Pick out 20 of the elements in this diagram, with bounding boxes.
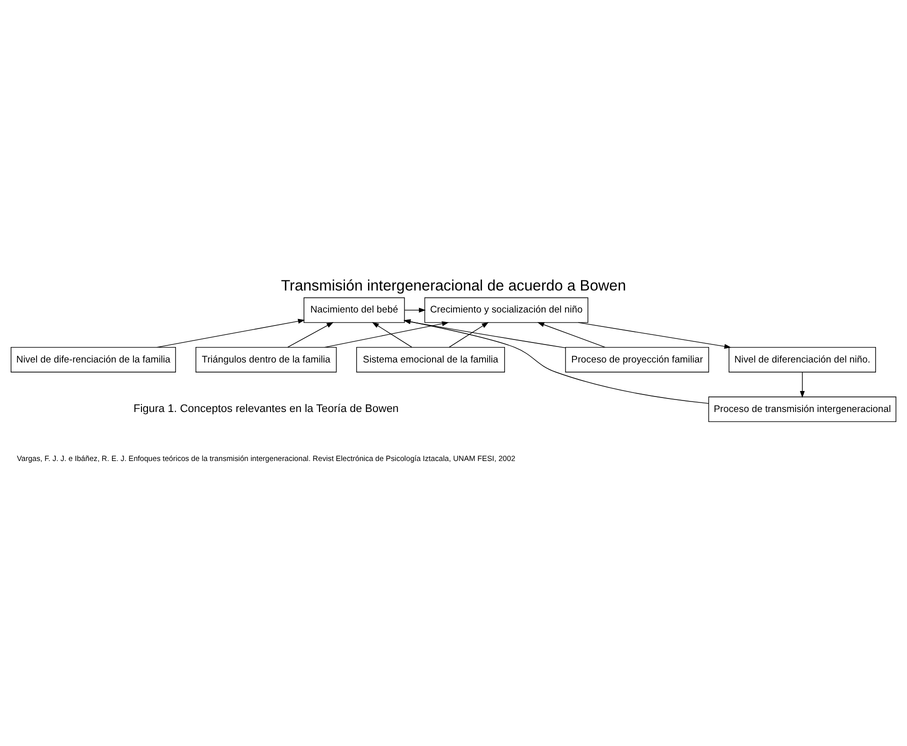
arrow [578,322,732,348]
node-box: Crecimiento y socialización del niño [424,296,588,322]
arrow [537,322,606,348]
node-box: Nivel de dife-renciación de la familia [10,346,176,372]
diagram-title: Transmisión intergeneracional de acuerdo a Bowen [281,277,626,294]
arrow [324,320,449,348]
node-box: Nivel de diferenciación del niño. [728,346,876,372]
arrow [372,322,412,348]
node-box: Triángulos dentro de la familia [196,346,337,372]
arrow [448,322,489,348]
arrow [287,322,334,348]
arrow [156,318,305,348]
arrow [800,371,805,398]
node-box: Nacimiento del bebé [304,296,405,322]
node-box: Proceso de proyección familiar [565,346,710,372]
node-box: Sistema emocional de la familia [356,346,505,372]
node-box: Proceso de transmisión intergeneracional [708,396,896,422]
label: Vargas, F. J. J. e Ibáñez, R. E. J. Enfoques teóricos de la transmisión intergeneracional. Revist Electrónica de Psicología Iztacala, UNAM FESI, 2002 [16,453,516,462]
caption: Figura 1. Conceptos relevantes en la Teoría de Bowen [134,402,399,414]
arrow [404,307,426,312]
